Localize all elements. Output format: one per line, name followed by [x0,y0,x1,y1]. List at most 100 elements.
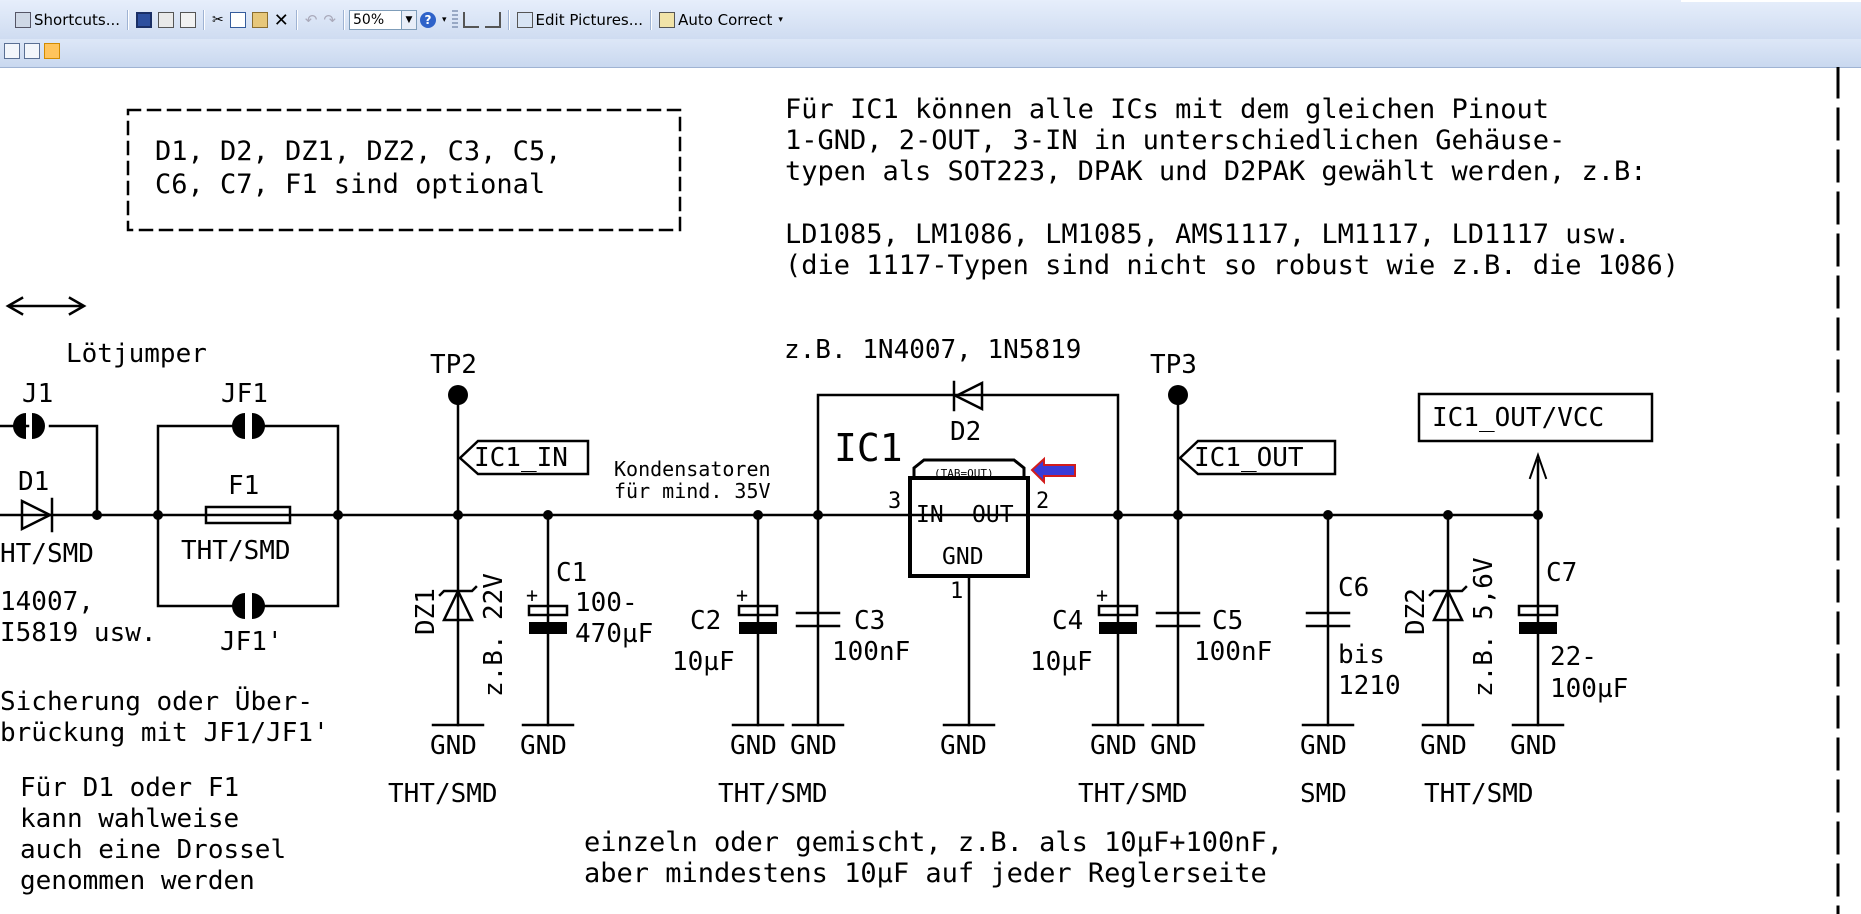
cut-button[interactable]: ✂ [209,9,227,31]
thumbnail-view-icon[interactable] [4,43,20,59]
toolbar-edge [1681,0,1861,2]
choke-note-line-3: auch eine Drossel [20,835,286,865]
help-icon: ? [420,12,436,28]
gnd-label: GND [520,731,567,761]
auto-correct-label: Auto Correct [678,11,773,29]
copy-button[interactable] [227,9,249,31]
undo-button[interactable]: ↶ [302,9,321,31]
d2-types-label: z.B. 1N4007, 1N5819 [784,335,1081,365]
jf1-label: JF1 [221,379,268,409]
mix-note-line-1: einzeln oder gemischt, z.B. als 10µF+100… [584,827,1283,858]
zoom-select[interactable]: 50% ▼ [349,10,417,30]
standard-toolbar: Shortcuts... ✂ ✕ ↶ ↷ 50% ▼ ? ▾ Edit Pict… [0,0,1861,40]
redo-button[interactable]: ↷ [320,9,339,31]
c7-value-line-1: 22- [1550,642,1597,672]
toolbar-separator [127,10,130,30]
c6-value-line-1: bis [1338,640,1385,670]
toolbar-separator [295,10,298,30]
single-picture-view-icon[interactable] [44,43,60,59]
gnd-label: GND [1510,731,1557,761]
print-preview-icon [180,12,197,28]
c4-plus: + [1096,583,1108,607]
d1-label: D1 [18,467,49,497]
tp3-label: TP3 [1150,350,1197,380]
choke-note-line-4: genommen werden [20,866,255,896]
view-buttons [4,43,60,59]
gnd-label: GND [430,731,477,761]
delete-icon: ✕ [273,9,289,31]
dz1-label: DZ1 [411,588,441,635]
rotate-left-icon [462,12,479,28]
view-toolbar [0,39,1861,68]
c7-label: C7 [1546,558,1577,588]
c1-value-line-1: 100- [575,588,638,618]
c6-label: C6 [1338,573,1369,603]
d1-types-line-1: 14007, [0,587,94,617]
redo-icon: ↷ [323,11,336,29]
ic-gnd-pin-label: GND [942,544,984,570]
ic1-in-net-label: IC1_IN [474,443,568,473]
shortcuts-button[interactable]: Shortcuts... [12,9,123,31]
help-button[interactable]: ? [417,9,439,31]
ic-in-pin-label: IN [916,502,944,528]
gnd-label: GND [1150,731,1197,761]
toolbar-grip[interactable] [451,10,458,30]
undo-icon: ↶ [304,11,318,29]
toolbar-options-icon: ▾ [778,15,783,25]
f1-package: THT/SMD [181,536,291,566]
ic-out-pin-label: OUT [972,502,1014,528]
d1-types-line-2: I5819 usw. [0,618,157,648]
note-optional-line-1: D1, D2, DZ1, DZ2, C3, C5, [155,136,561,167]
c7-value-line-2: 100µF [1550,674,1628,704]
rotate-right-button[interactable] [482,9,504,31]
cut-icon: ✂ [212,12,224,28]
package-label: SMD [1300,779,1347,809]
chevron-down-icon[interactable]: ▼ [401,11,416,29]
gnd-label: GND [940,731,987,761]
filmstrip-view-icon[interactable] [24,43,40,59]
j1-label: J1 [22,379,53,409]
schematic-image: D1, D2, DZ1, DZ2, C3, C5, C6, C7, F1 sin… [0,67,1840,914]
gnd-label: GND [1090,731,1137,761]
package-label: THT/SMD [1078,779,1188,809]
c1-label: C1 [556,558,587,588]
f1-label: F1 [228,471,259,501]
c4-label: C4 [1052,606,1083,636]
ic-tab-label: (TAB=OUT) [934,467,994,480]
auto-correct-button[interactable]: Auto Correct [656,9,775,31]
loetjumper-label: Lötjumper [66,339,207,369]
toolbar-separator [203,10,206,30]
toolbar-separator [507,10,510,30]
toolbar-buttons: Shortcuts... ✂ ✕ ↶ ↷ 50% ▼ ? ▾ Edit Pict… [12,8,786,32]
c6-value-line-2: 1210 [1338,671,1401,701]
note-ic1-line-1: Für IC1 können alle ICs mit dem gleichen… [785,94,1549,125]
ic1-label: IC1 [834,426,903,470]
note-ic1-line-2: 1-GND, 2-OUT, 3-IN in unterschiedlichen … [785,125,1565,156]
fuse-note-line-2: brückung mit JF1/JF1' [0,718,329,748]
edit-pictures-icon [516,12,533,28]
toolbar-options-icon: ▾ [442,15,447,25]
toolbar-separator [650,10,653,30]
pin-1-label: 1 [950,579,963,604]
toolbar-options-button-2[interactable]: ▾ [775,9,786,31]
dz2-eg: z.B. [1469,634,1499,697]
paste-button[interactable] [249,9,271,31]
dz1-voltage: 22V [479,573,509,620]
gnd-label: GND [1420,731,1467,761]
c1-plus: + [526,583,538,607]
pin-3-label: 3 [888,489,901,514]
print-preview-button[interactable] [177,9,199,31]
print-button[interactable] [155,9,177,31]
delete-button[interactable]: ✕ [271,9,292,31]
toolbar-options-button[interactable]: ▾ [439,9,450,31]
note-ic1-line-3: typen als SOT223, DPAK und D2PAK gewählt… [785,156,1647,187]
d2-label: D2 [950,417,981,447]
package-label: THT/SMD [388,779,498,809]
dz1-eg: z.B. [479,634,509,697]
rotate-left-button[interactable] [460,9,482,31]
zoom-value: 50% [353,12,385,28]
edit-pictures-button[interactable]: Edit Pictures... [514,9,647,31]
note-types-line-2: (die 1117-Typen sind nicht so robust wie… [785,250,1679,281]
save-button[interactable] [133,9,155,31]
ic1-out-vcc-label: IC1_OUT/VCC [1432,403,1604,433]
